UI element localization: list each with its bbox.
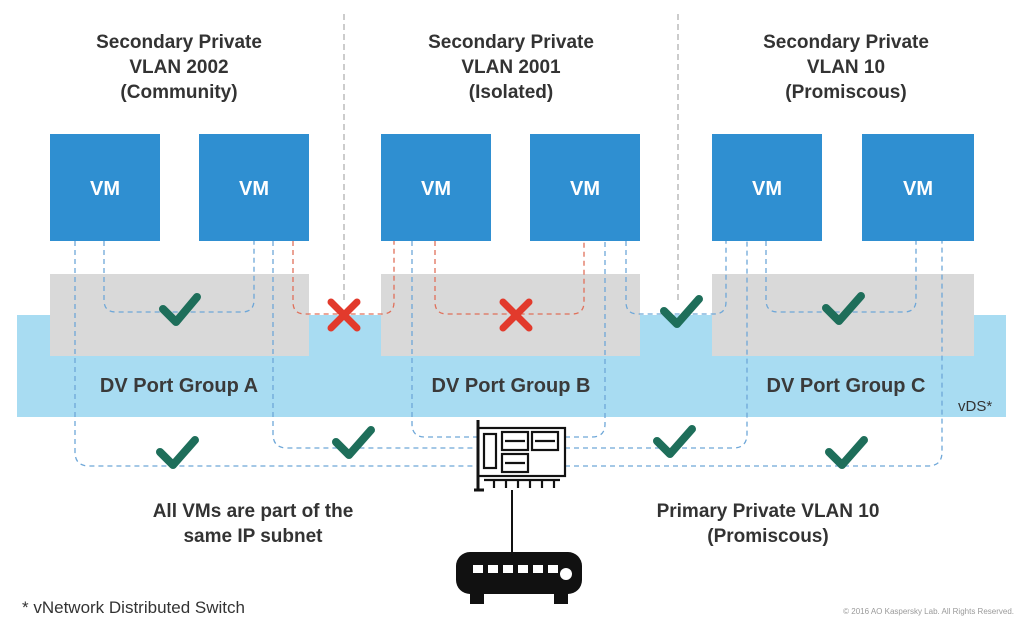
vm-label: VM [90, 178, 120, 200]
path-uplink-mid [565, 241, 748, 449]
path-uplink-outer [74, 241, 478, 467]
path-uplink-inner [411, 241, 478, 438]
path-community-internal [103, 241, 255, 313]
caption-line: All VMs are part of the [153, 501, 354, 522]
cross-icon [499, 298, 533, 332]
vm-label: VM [752, 178, 782, 200]
check-icon [159, 293, 201, 326]
caption-line: (Promiscous) [707, 526, 828, 547]
heading-line: (Promiscous) [785, 82, 906, 103]
caption-primary-vlan: Primary Private VLAN 10 (Promiscous) [657, 501, 880, 547]
path-uplink-inner [565, 241, 606, 438]
segment-heading-promiscuous: Secondary Private VLAN 10 (Promiscous) [763, 32, 929, 103]
vm-label: VM [570, 178, 600, 200]
vm-label: VM [903, 178, 933, 200]
vm-label: VM [421, 178, 451, 200]
vds-label: vDS* [958, 398, 992, 415]
path-isolated-internal [434, 241, 585, 315]
heading-line: (Community) [120, 82, 237, 103]
port-group-a-label: DV Port Group A [100, 375, 258, 397]
path-b-to-c [625, 241, 727, 315]
path-promiscuous-internal [765, 241, 917, 313]
caption-line: Primary Private VLAN 10 [657, 501, 880, 522]
port-group-b-label: DV Port Group B [432, 375, 591, 397]
vm-box: VM [199, 134, 309, 241]
copyright: © 2016 AO Kaspersky Lab. All Rights Rese… [843, 607, 1014, 616]
heading-line: Secondary Private [96, 32, 262, 53]
check-icon [332, 426, 375, 459]
vm-box: VM [862, 134, 974, 241]
path-uplink-mid [272, 241, 478, 449]
segment-heading-community: Secondary Private VLAN 2002 (Community) [96, 32, 262, 103]
heading-line: Secondary Private [763, 32, 929, 53]
check-icon [156, 436, 199, 469]
vm-box: VM [50, 134, 160, 241]
check-icon [825, 436, 868, 469]
segment-heading-isolated: Secondary Private VLAN 2001 (Isolated) [428, 32, 594, 103]
footnote: * vNetwork Distributed Switch [22, 598, 245, 617]
check-icon [660, 295, 703, 328]
network-card-icon [474, 420, 567, 492]
vm-box: VM [712, 134, 822, 241]
caption-line: same IP subnet [183, 526, 323, 547]
heading-line: Secondary Private [428, 32, 594, 53]
path-uplink-outer [565, 241, 943, 467]
vm-box: VM [530, 134, 640, 241]
vm-label: VM [239, 178, 269, 200]
port-group-c-label: DV Port Group C [767, 375, 926, 397]
heading-line: VLAN 10 [807, 57, 885, 78]
router-icon [456, 552, 582, 604]
vm-box: VM [381, 134, 491, 241]
heading-line: VLAN 2002 [129, 57, 228, 78]
heading-line: VLAN 2001 [461, 57, 561, 78]
caption-subnet: All VMs are part of the same IP subnet [153, 501, 354, 547]
port-group-b [381, 274, 640, 356]
check-icon [822, 292, 865, 325]
cross-icon [327, 298, 361, 332]
heading-line: (Isolated) [469, 82, 553, 103]
check-icon [653, 425, 696, 458]
